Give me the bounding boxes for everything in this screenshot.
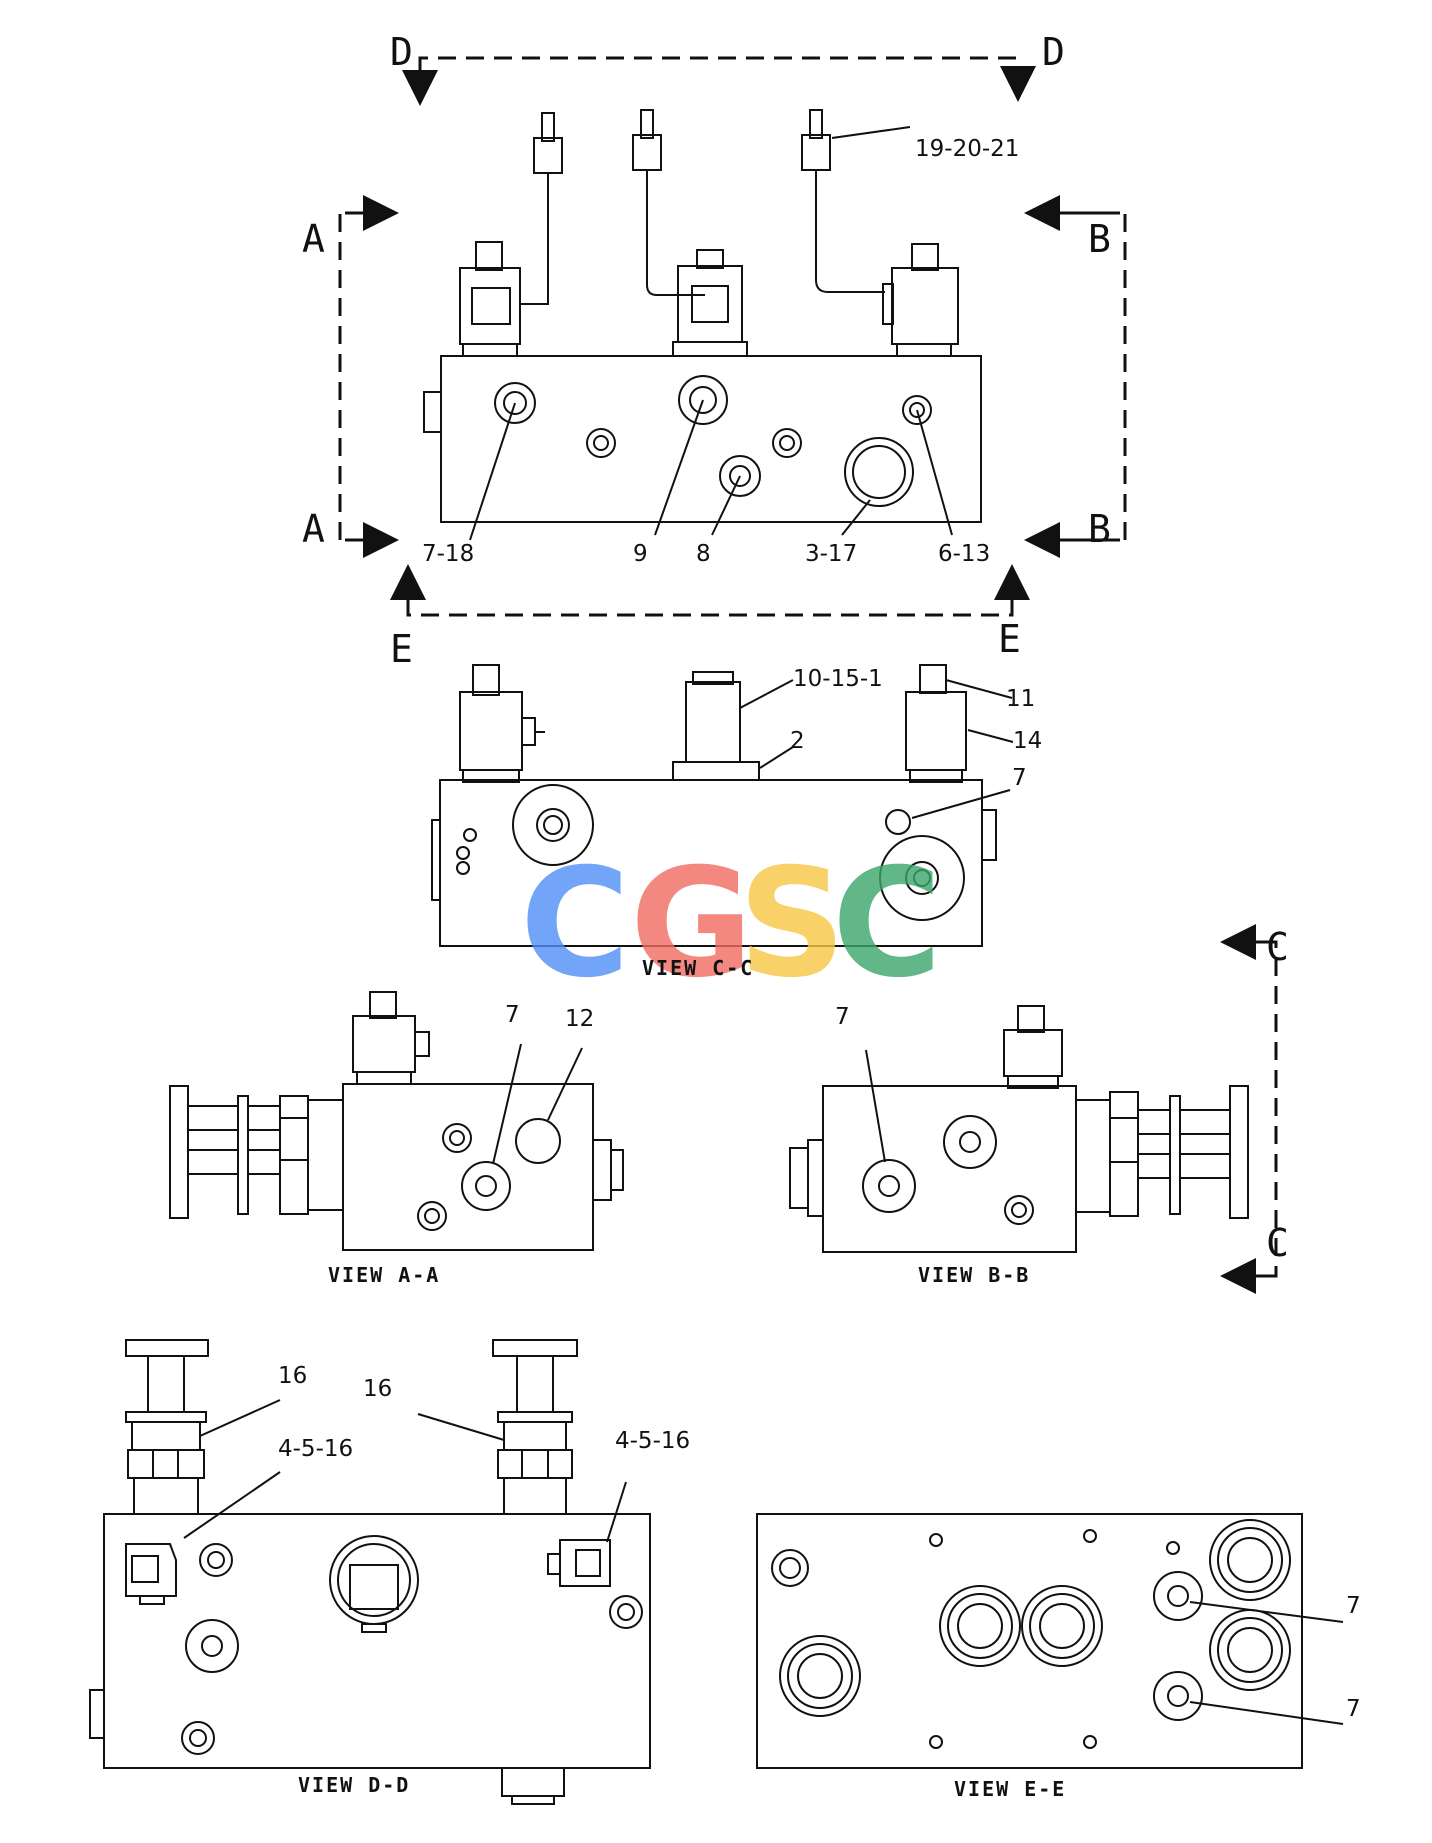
marker-a-bottom: A	[302, 507, 325, 551]
view-cc	[431, 664, 1014, 947]
view-captions: VIEW C-C VIEW A-A VIEW B-B VIEW D-D VIEW…	[298, 956, 1066, 1801]
marker-c-top: C	[1266, 925, 1289, 969]
watermark-letter-4: C	[832, 837, 942, 1011]
callout-7-aa: 7	[505, 1002, 520, 1028]
view-ee	[756, 1513, 1344, 1769]
callout-8: 8	[696, 541, 711, 567]
view-bb	[789, 924, 1278, 1294]
callout-7-ee-bottom: 7	[1346, 1696, 1361, 1722]
callouts: 19-20-21 7-18 9 8 3-17 6-13 10-15-1 11 2…	[278, 136, 1361, 1722]
callout-3-17: 3-17	[805, 541, 857, 567]
view-dd	[89, 1339, 651, 1805]
marker-d-left: D	[390, 30, 413, 74]
callout-2: 2	[790, 728, 805, 754]
caption-view-cc: VIEW C-C	[642, 956, 754, 980]
marker-b-bottom: B	[1088, 507, 1111, 551]
marker-e-right: E	[998, 617, 1021, 661]
callout-14: 14	[1013, 728, 1042, 754]
watermark-letter-2: G	[630, 837, 753, 1011]
watermark: C G S C	[520, 837, 942, 1011]
callout-6-13: 6-13	[938, 541, 990, 567]
callout-19-20-21: 19-20-21	[915, 136, 1019, 162]
marker-d-right: D	[1042, 30, 1065, 74]
callout-12-aa: 12	[565, 1006, 594, 1032]
caption-view-ee: VIEW E-E	[954, 1777, 1066, 1801]
callout-7-bb: 7	[835, 1004, 850, 1030]
callout-7-cc: 7	[1012, 765, 1027, 791]
top-view	[338, 56, 1127, 617]
caption-view-dd: VIEW D-D	[298, 1773, 410, 1797]
callout-16-dd-right: 16	[363, 1376, 392, 1402]
callout-4-5-16-dd-left: 4-5-16	[278, 1436, 353, 1462]
section-markers: D D A A B B E E C C	[302, 30, 1289, 1265]
callout-4-5-16-dd-right: 4-5-16	[615, 1428, 690, 1454]
caption-view-aa: VIEW A-A	[328, 1263, 440, 1287]
marker-a-top: A	[302, 217, 325, 261]
callout-10-15-1: 10-15-1	[793, 666, 883, 692]
caption-view-bb: VIEW B-B	[918, 1263, 1030, 1287]
marker-c-bottom: C	[1266, 1221, 1289, 1265]
marker-b-top: B	[1088, 217, 1111, 261]
callout-11: 11	[1006, 686, 1035, 712]
callout-7-ee-top: 7	[1346, 1593, 1361, 1619]
callout-16-dd-left: 16	[278, 1363, 307, 1389]
callout-7-18: 7-18	[422, 541, 474, 567]
marker-e-left: E	[390, 627, 413, 671]
callout-9: 9	[633, 541, 648, 567]
watermark-letter-3: S	[738, 837, 846, 1011]
watermark-letter-1: C	[520, 837, 630, 1011]
view-aa	[169, 991, 624, 1251]
